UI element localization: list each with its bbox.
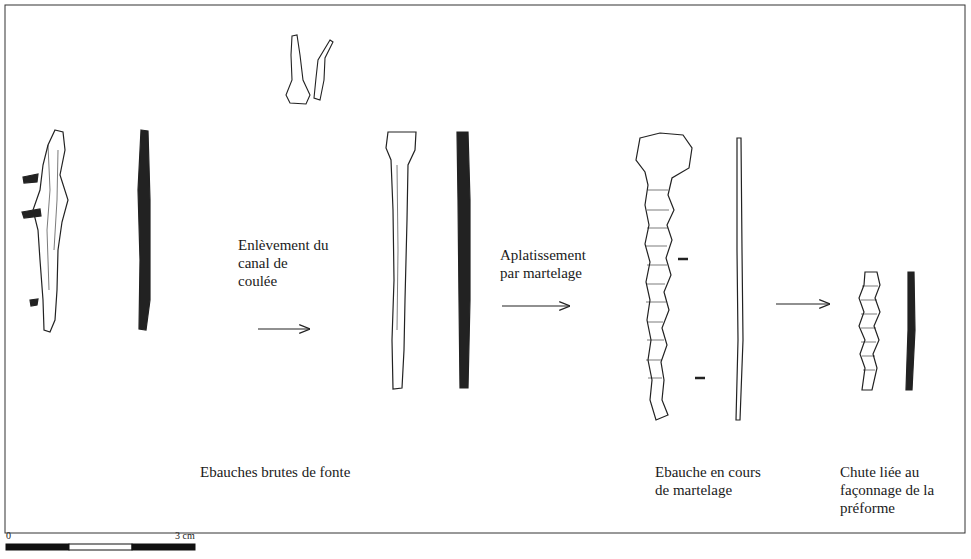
hammered-blank [636, 133, 743, 420]
casting-blank [386, 132, 470, 389]
caption-label: Chute liée au façonnage de la préforme [840, 463, 944, 517]
scale-label: 0 [6, 530, 26, 542]
process-arrow [258, 304, 830, 329]
frame [5, 5, 965, 533]
arrow-label: Aplatissement par martelage [500, 246, 600, 282]
caption-label: Ebauches brutes de fonte [200, 463, 420, 481]
pouring-channel [286, 35, 333, 104]
scale-bar [6, 544, 195, 550]
casting-blank [22, 130, 150, 332]
offcut [859, 272, 915, 390]
caption-label: Ebauche en cours de martelage [655, 463, 773, 499]
arrow-label: Enlèvement du canal de coulée [238, 236, 330, 290]
scale-label: 3 cm [175, 530, 215, 542]
